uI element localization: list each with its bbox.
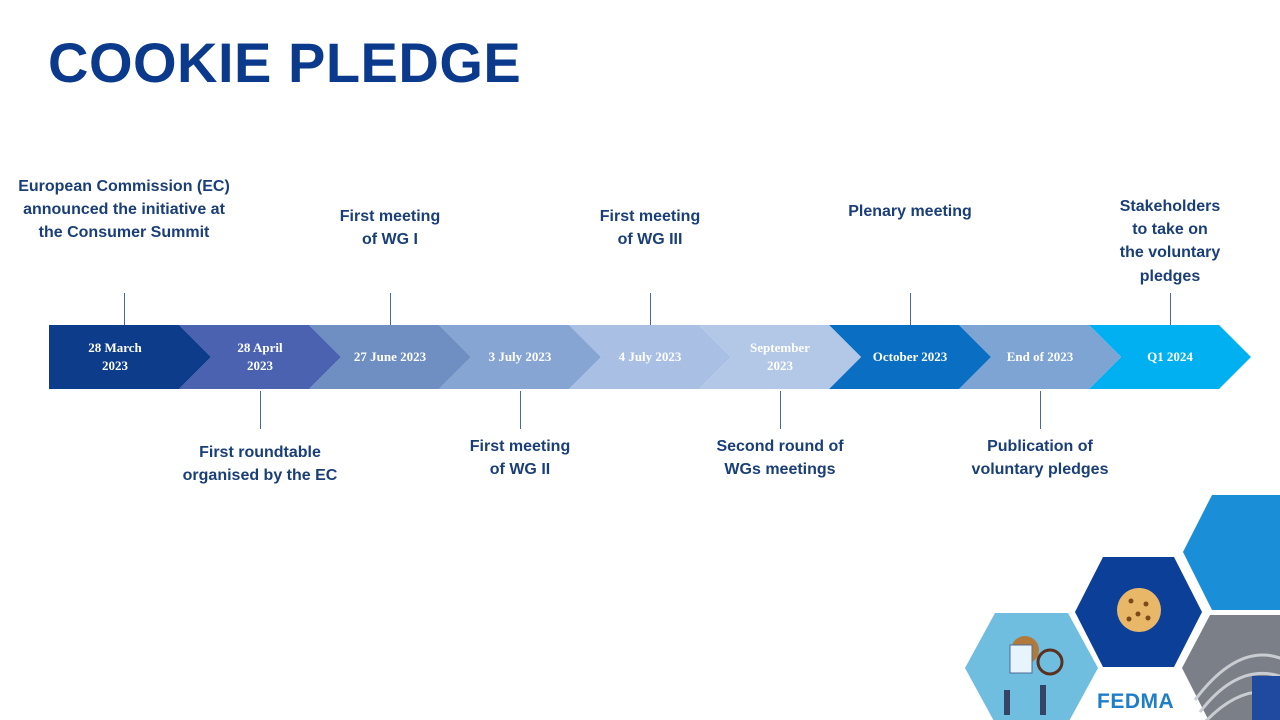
- milestone-date: 28 March 2023: [88, 340, 142, 373]
- connector-line: [1040, 391, 1041, 429]
- event-label: Plenary meeting: [848, 203, 972, 220]
- milestone-date: September 2023: [750, 340, 810, 373]
- milestone-date: 28 April 2023: [237, 340, 283, 373]
- event-label: Second round of WGs meetings: [716, 438, 844, 479]
- milestone-chevron: 27 June 2023: [309, 325, 471, 389]
- event-label: First meeting of WG I: [339, 208, 441, 249]
- milestone-date: 3 July 2023: [488, 349, 552, 365]
- milestone-date: October 2023: [872, 349, 948, 365]
- connector-line: [520, 391, 521, 429]
- event-label: Stakeholders to take on the voluntary pl…: [1119, 198, 1221, 285]
- connector-line: [124, 293, 125, 325]
- event-label: European Commission (EC) announced the i…: [18, 178, 230, 242]
- connector-line: [390, 293, 391, 325]
- milestone-date: 27 June 2023: [353, 349, 427, 365]
- milestone-chevron: 28 March 2023: [49, 325, 211, 389]
- milestone-date: Q1 2024: [1147, 349, 1193, 365]
- event-label: First meeting of WG III: [599, 208, 701, 249]
- fedma-logo: FEDMA: [1097, 690, 1175, 713]
- event-label: First roundtable organised by the EC: [182, 444, 338, 485]
- connector-line: [1170, 293, 1171, 325]
- event-label: Publication of voluntary pledges: [971, 438, 1109, 479]
- connector-line: [910, 293, 911, 325]
- milestone-date: End of 2023: [1006, 349, 1074, 365]
- milestone-date: 4 July 2023: [618, 349, 682, 365]
- connector-line: [650, 293, 651, 325]
- event-label: First meeting of WG II: [469, 438, 571, 479]
- connector-line: [780, 391, 781, 429]
- slide-title: COOKIE PLEDGE: [48, 31, 522, 94]
- connector-line: [260, 391, 261, 429]
